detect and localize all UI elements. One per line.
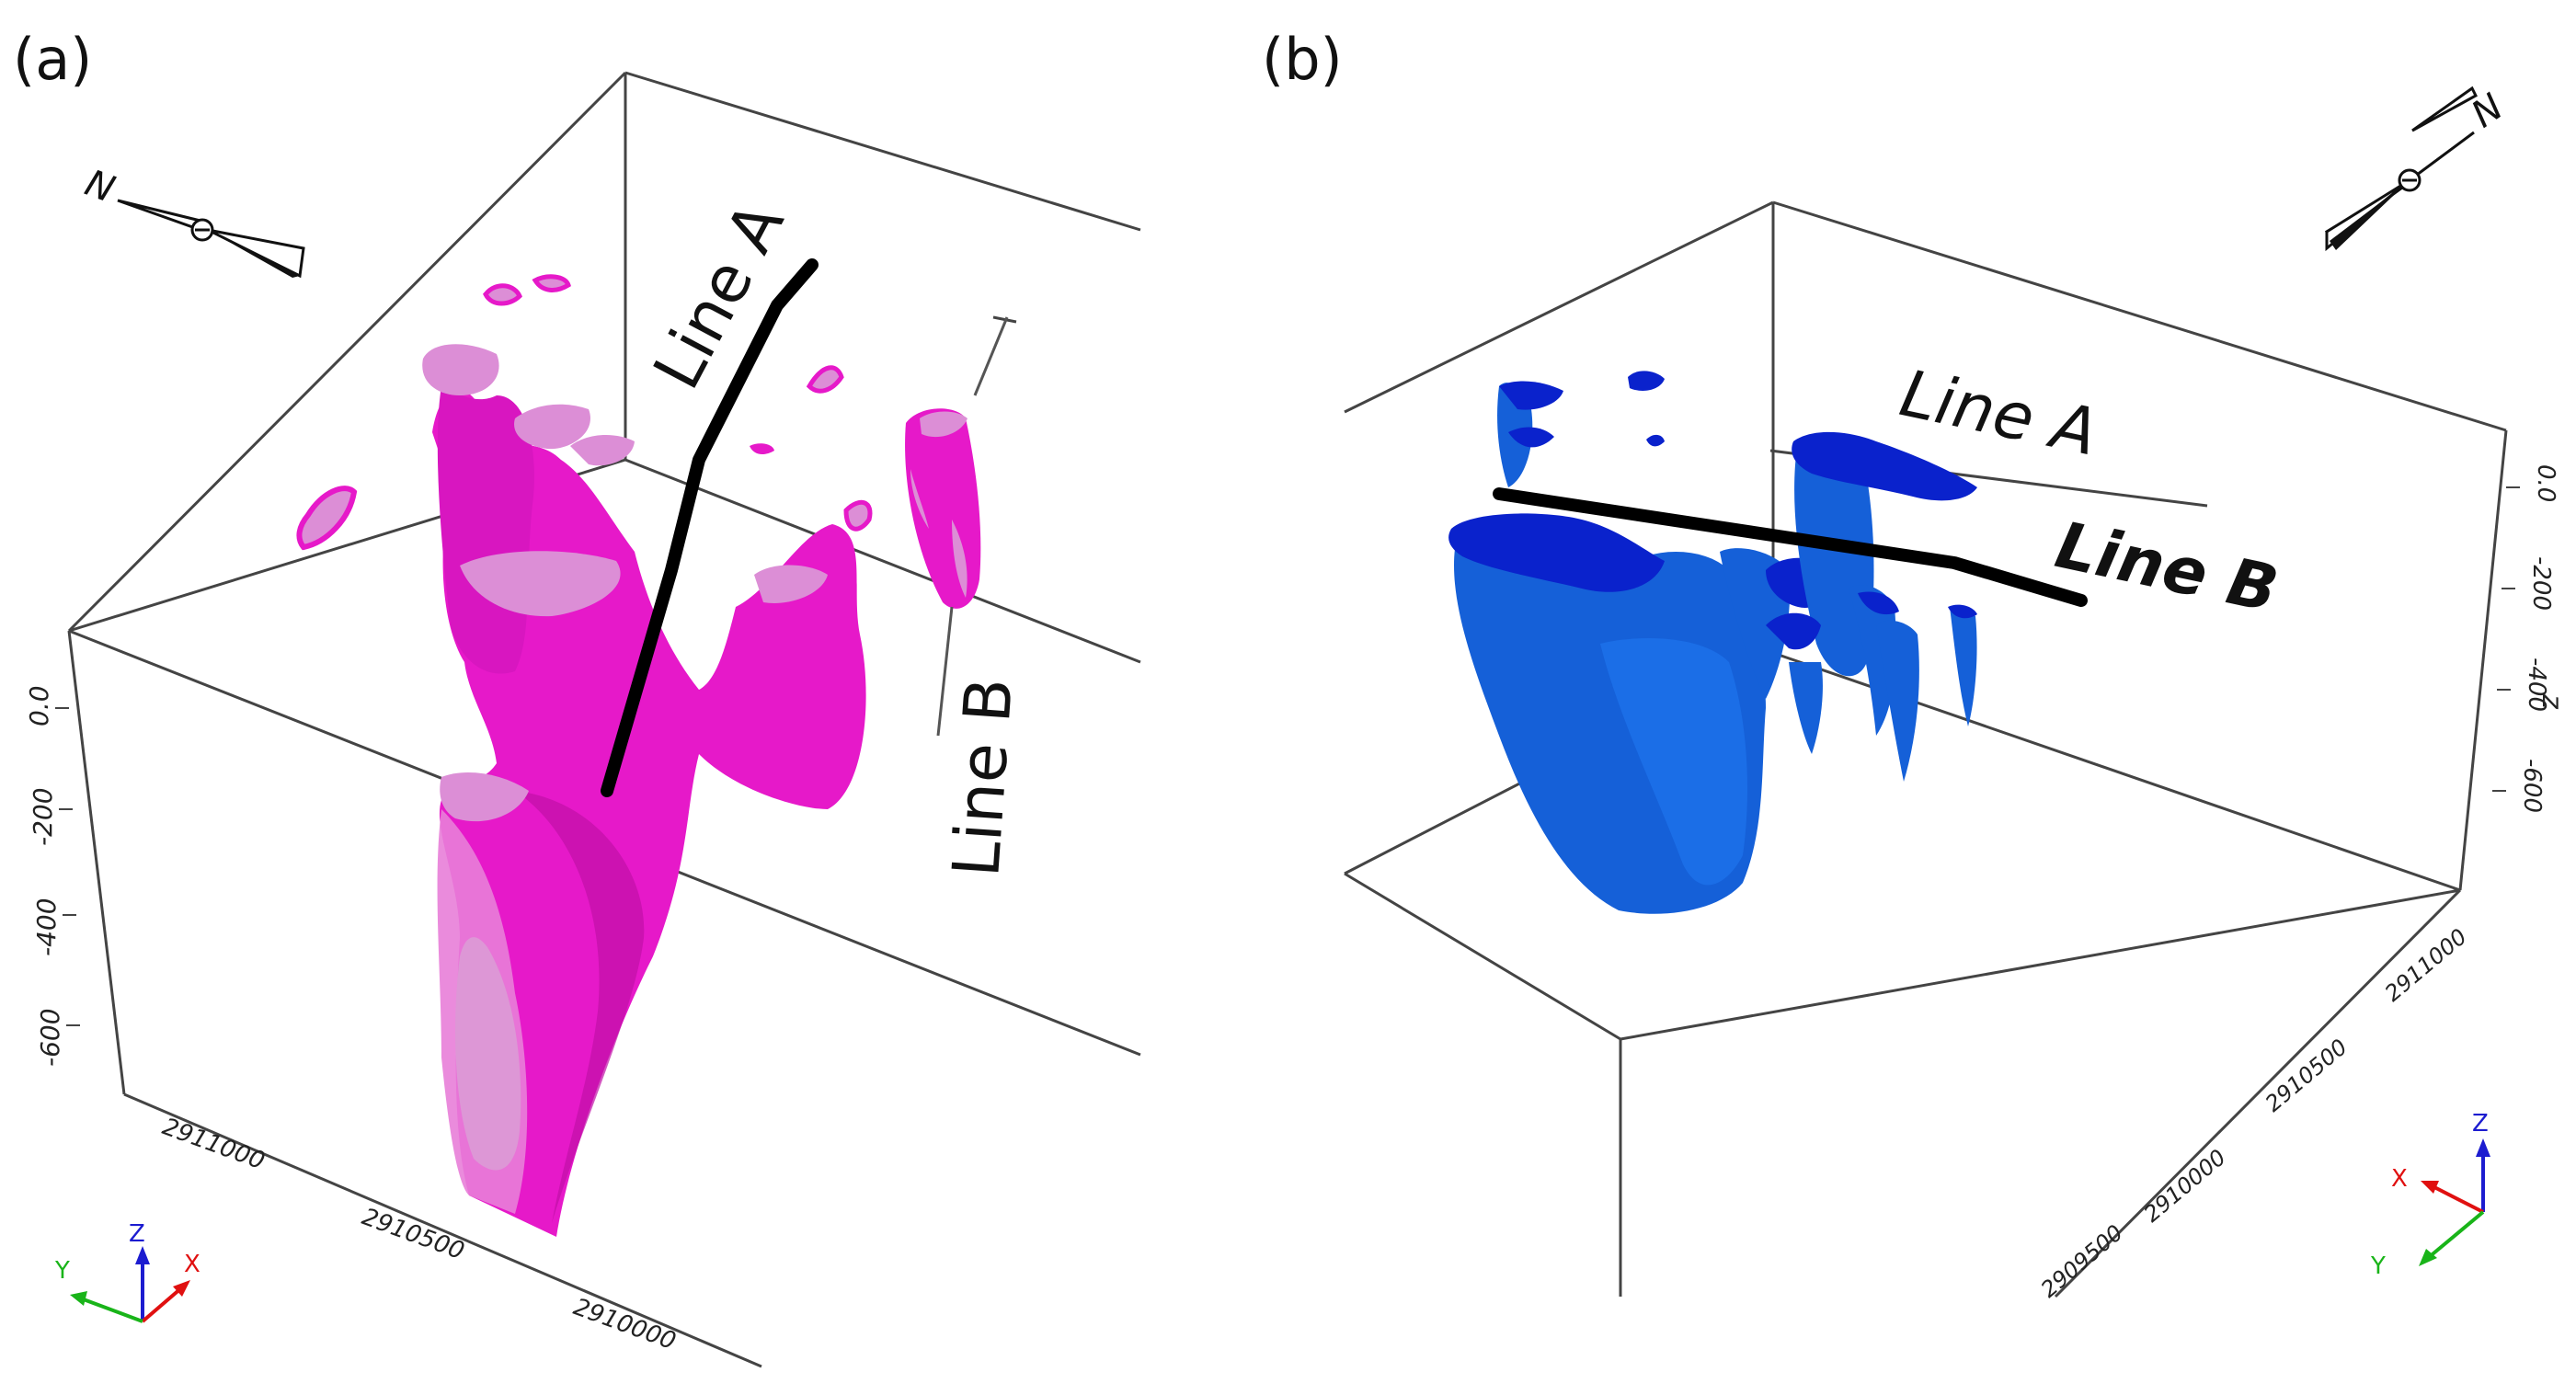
panel-a-y-tick: 2911000 — [159, 1113, 269, 1175]
panel-b-line-a-label: Line A — [1894, 355, 2103, 470]
panel-b-triad-x: X — [2391, 1165, 2408, 1193]
panel-b-z-axis-ticks: 0.0 -200 -400 -600 z — [2492, 464, 2568, 813]
panel-b-axis-triad-icon: Z X Y — [2370, 1110, 2490, 1280]
panel-b-line-b — [1493, 487, 2088, 607]
panel-b-z-axis-label: z — [2536, 693, 2568, 710]
panel-a-axis-triad-icon: Z X Y — [54, 1220, 200, 1323]
panel-a-compass-letter: N — [80, 162, 120, 211]
panel-a-line-a-label: Line A — [639, 190, 799, 401]
panel-a-triad-x: X — [184, 1251, 200, 1278]
panel-b-y-tick: 2911000 — [2380, 923, 2472, 1006]
panel-a-z-tick: -600 — [35, 1008, 65, 1067]
panel-a-z-tick: 0.0 — [24, 685, 54, 726]
panel-a-line-a — [601, 258, 819, 797]
panel-a-line-b-label: Line B — [938, 676, 1027, 879]
panel-a-z-axis-ticks: 0.0 -200 -400 -600 — [24, 685, 80, 1067]
panel-b-isosurface — [1448, 371, 1977, 914]
panel-a-line-b — [936, 316, 1009, 737]
panel-b-y-tick: 2909500 — [2036, 1219, 2128, 1302]
panel-a-z-tick: -200 — [28, 787, 58, 846]
panel-a: (a) N — [13, 26, 1141, 1368]
panel-b-triad-y: Y — [2370, 1252, 2386, 1280]
panel-b-z-tick: -600 — [2518, 759, 2546, 813]
panel-b-line-b-label: Line B — [2049, 507, 2284, 627]
panel-b-z-tick: 0.0 — [2532, 464, 2559, 502]
panel-b-y-axis-ticks: 2911000 2910500 2910000 2909500 — [2036, 923, 2472, 1302]
panel-a-y-tick: 2910500 — [359, 1203, 468, 1265]
panel-a-label: (a) — [13, 26, 92, 93]
panel-b-triad-z: Z — [2472, 1110, 2489, 1138]
panel-a-triad-y: Y — [54, 1257, 70, 1285]
panel-a-triad-z: Z — [129, 1220, 145, 1248]
panel-a-y-tick: 2910000 — [570, 1293, 680, 1355]
panel-b-z-tick: -400 — [2523, 657, 2550, 712]
panel-a-y-axis-ticks: 2911000 2910500 2910000 — [159, 1113, 680, 1355]
panel-a-isosurface — [296, 274, 981, 1237]
panel-b-label: (b) — [1262, 26, 1343, 93]
panel-b-y-tick: 2910000 — [2139, 1144, 2231, 1227]
panel-b-z-tick: -200 — [2527, 556, 2555, 611]
panel-a-compass-icon: N — [80, 162, 305, 279]
panel-b: (b) — [1262, 26, 2568, 1303]
panel-b-compass-icon: N — [2324, 86, 2511, 252]
panel-a-z-tick: -400 — [31, 898, 62, 956]
